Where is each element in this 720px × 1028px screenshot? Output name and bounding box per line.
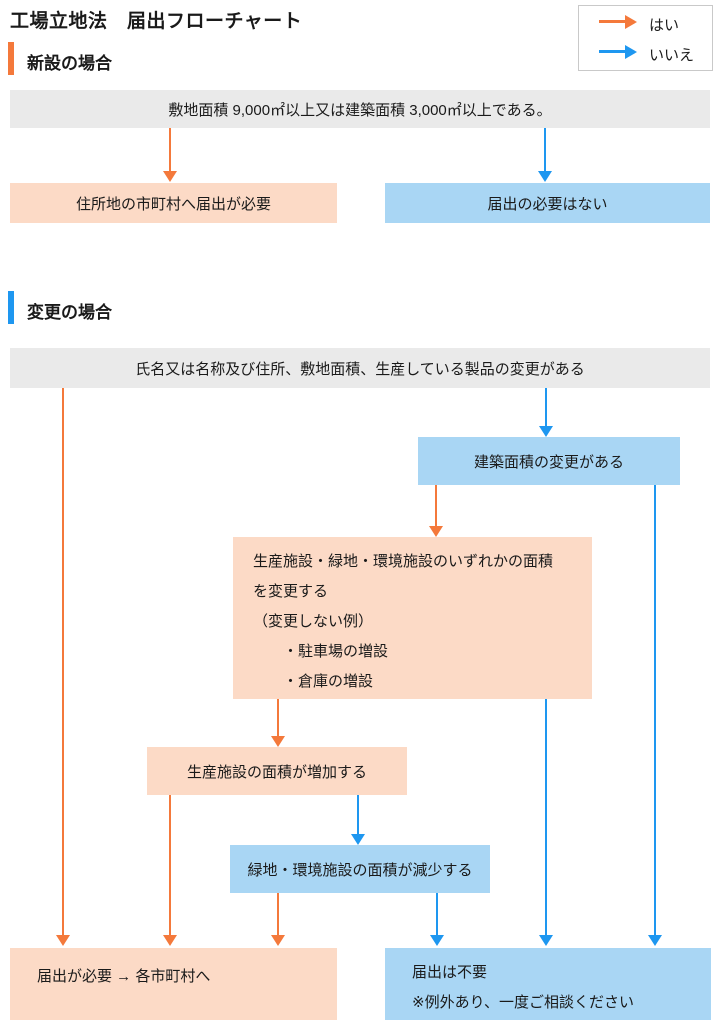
arrow-right-no-icon xyxy=(625,45,637,59)
legend-no-label: いいえ xyxy=(649,47,695,64)
legend: はい いいえ xyxy=(578,5,713,71)
arrow-down-yes-icon xyxy=(271,736,285,747)
node-facility-area-change: 生産施設・緑地・環境施設のいずれかの面積 を変更する （変更しない例） ・駐車場… xyxy=(233,537,592,699)
facility-change-item2: ・倉庫の増設 xyxy=(283,673,374,690)
section-change-accent-bar xyxy=(8,291,14,324)
result-new-notification-required: 住所地の市町村へ届出が必要 xyxy=(10,183,337,223)
legend-yes-label: はい xyxy=(649,17,680,34)
result-not-required-line2: ※例外あり、一度ご相談ください xyxy=(412,994,634,1011)
arrow-down-yes-icon xyxy=(271,935,285,946)
section-new-accent-bar xyxy=(8,42,14,75)
arrow-down-no-icon xyxy=(648,935,662,946)
arrow-right-yes-icon xyxy=(625,15,637,29)
node-building-area-change: 建築面積の変更がある xyxy=(418,437,680,485)
result-change-notification-required: 届出が必要 → 各市町村へ xyxy=(10,948,337,1020)
page-title: 工場立地法 届出フローチャート xyxy=(10,11,303,32)
arrow-down-no-icon xyxy=(539,426,553,437)
question-change: 氏名又は名称及び住所、敷地面積、生産している製品の変更がある xyxy=(10,348,710,388)
arrow-line xyxy=(436,893,438,935)
result-change-notification-not-needed: 届出は不要 ※例外あり、一度ご相談ください xyxy=(385,948,711,1020)
arrow-down-yes-icon xyxy=(429,526,443,537)
facility-change-line1: 生産施設・緑地・環境施設のいずれかの面積 xyxy=(253,553,554,570)
arrow-line xyxy=(62,388,64,935)
legend-no-arrow-line xyxy=(599,50,625,53)
section-new-heading: 新設の場合 xyxy=(27,54,112,73)
arrow-down-yes-icon xyxy=(56,935,70,946)
arrow-line xyxy=(277,699,279,736)
arrow-line xyxy=(169,795,171,935)
facility-change-line3: （変更しない例） xyxy=(253,613,374,630)
arrow-down-yes-icon xyxy=(163,171,177,182)
arrow-down-no-icon xyxy=(539,935,553,946)
arrow-down-no-icon xyxy=(430,935,444,946)
facility-change-line2: を変更する xyxy=(253,583,329,600)
arrow-line xyxy=(277,893,279,935)
result-not-required-line1: 届出は不要 xyxy=(412,964,488,981)
arrow-line xyxy=(357,795,359,834)
section-change-heading: 変更の場合 xyxy=(27,303,112,322)
arrow-down-no-icon xyxy=(538,171,552,182)
arrow-down-yes-icon xyxy=(163,935,177,946)
arrow-line xyxy=(545,699,547,935)
arrow-line xyxy=(169,128,171,171)
arrow-line xyxy=(545,388,547,426)
facility-change-item1: ・駐車場の増設 xyxy=(283,643,389,660)
arrow-down-no-icon xyxy=(351,834,365,845)
arrow-line xyxy=(544,128,546,171)
arrow-line xyxy=(654,485,656,935)
result-new-notification-not-needed: 届出の必要はない xyxy=(385,183,710,223)
node-production-area-increase: 生産施設の面積が増加する xyxy=(147,747,407,795)
node-green-area-decrease: 緑地・環境施設の面積が減少する xyxy=(230,845,490,893)
arrow-line xyxy=(435,485,437,526)
question-site-area: 敷地面積 9,000㎡以上又は建築面積 3,000㎡以上である。 xyxy=(10,90,710,128)
result-required-text: 届出が必要 → 各市町村へ xyxy=(37,968,211,985)
legend-yes-arrow-line xyxy=(599,20,625,23)
